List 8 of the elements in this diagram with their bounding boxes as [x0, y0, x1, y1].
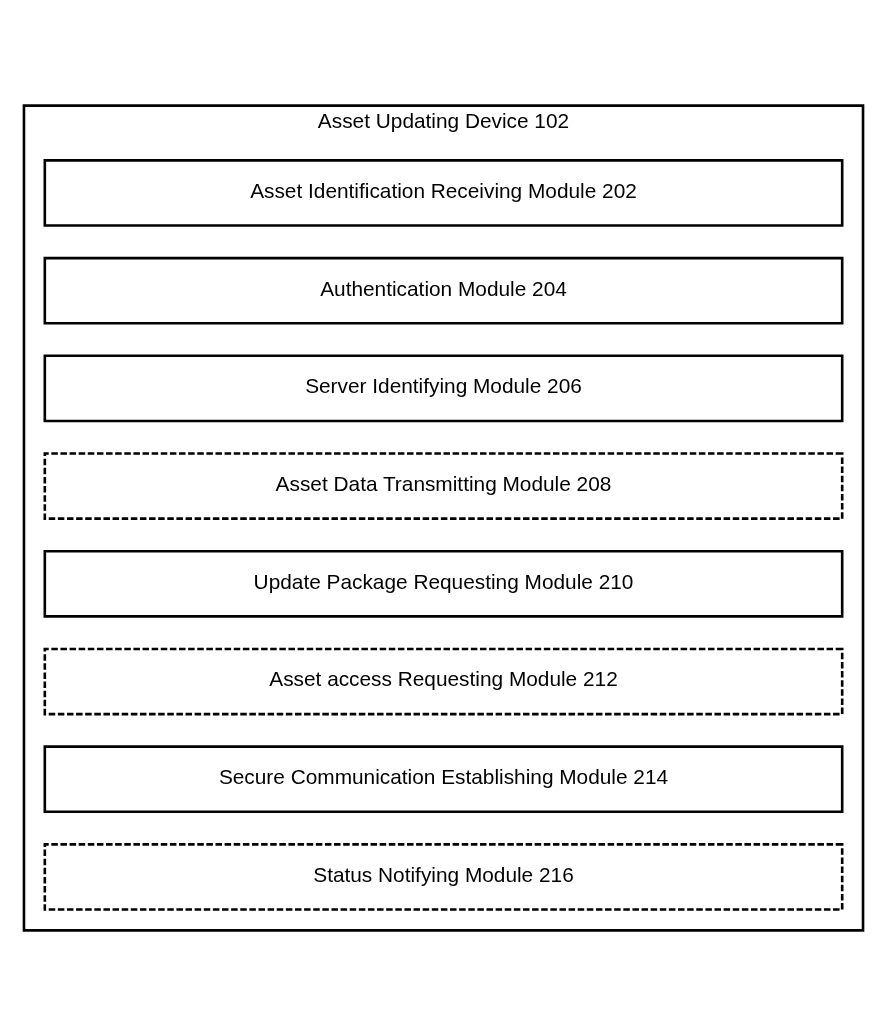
node-box: Update Package Requesting Module 210 — [43, 549, 844, 618]
node-box: Server Identifying Module 206 — [43, 354, 844, 422]
node-box: Status Notifying Module 216 — [43, 842, 844, 911]
node-box: Asset Identification Receiving Module 202 — [43, 158, 844, 227]
node-box: Secure Communication Establishing Module 214 — [43, 744, 844, 813]
node-box: Asset Data Transmitting Module 208 — [43, 451, 844, 520]
node-box: Asset access Requesting Module 212 — [43, 647, 844, 715]
node-box: Authentication Module 204 — [43, 256, 844, 325]
